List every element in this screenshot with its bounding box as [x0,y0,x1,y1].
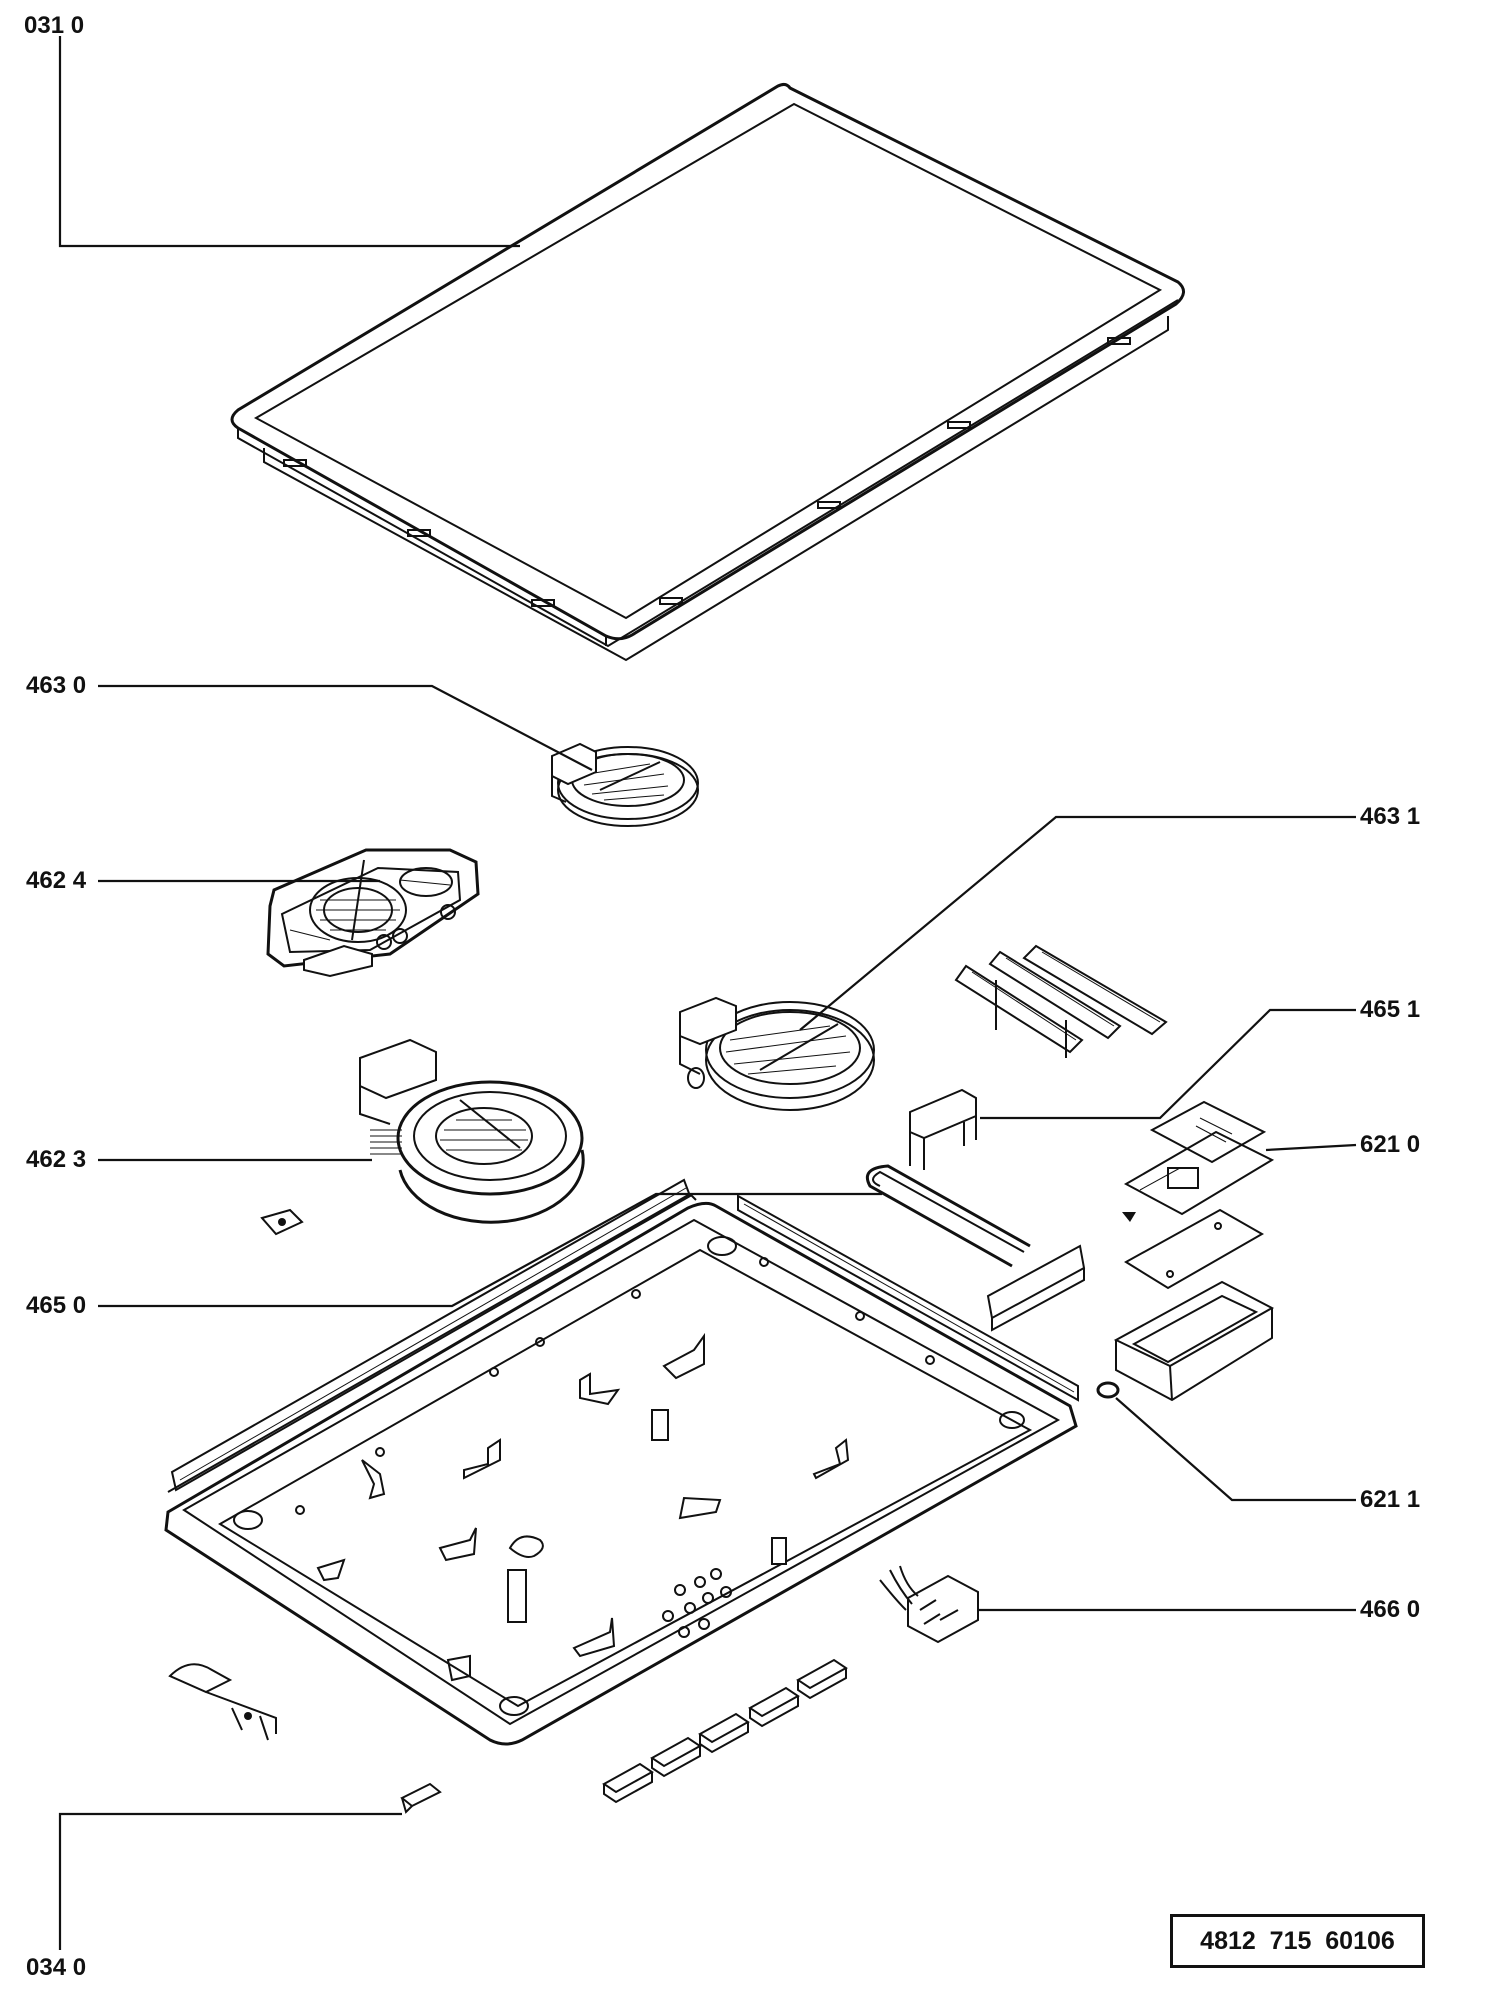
bracket-4651 [909,1088,977,1170]
switch-blocks [602,1658,848,1804]
terminal-box [1113,1280,1275,1402]
leader-lines [58,36,1357,1950]
part-label-4631: 463 1 [1360,803,1421,830]
tray-brackets [316,1332,850,1682]
clip-0340 [400,1782,442,1814]
document-number-box: 4812 715 60106 [1170,1914,1425,1968]
base-tray [164,1178,1079,1746]
radiant-heater-4630 [551,742,699,827]
round-heater-4623 [359,1038,585,1224]
part-label-6211: 621 1 [1360,1486,1421,1513]
glass-top-frame [230,82,1185,662]
heater-support-rack [954,944,1168,1058]
control-knob-holes [662,1568,732,1638]
small-clip [260,1208,304,1236]
heating-element-loop [865,1164,1086,1332]
part-label-4650: 465 0 [26,1292,87,1319]
part-label-0310: 031 0 [24,12,85,39]
part-label-4651: 465 1 [1360,996,1421,1023]
grommet-6211 [1096,1381,1120,1399]
part-label-4623: 462 3 [26,1146,87,1173]
part-label-0340: 034 0 [26,1954,87,1981]
terminal-block-4660 [879,1565,979,1644]
control-board-6210 [1122,1100,1275,1222]
part-label-4660: 466 0 [1360,1596,1421,1623]
cover-plate [1124,1208,1265,1290]
part-label-4624: 462 4 [26,867,87,894]
radiant-heater-4631 [679,996,875,1111]
lever-mechanism [168,1663,277,1741]
part-label-6210: 621 0 [1360,1131,1421,1158]
oval-heater-4624 [266,848,480,978]
part-label-4630: 463 0 [26,672,87,699]
